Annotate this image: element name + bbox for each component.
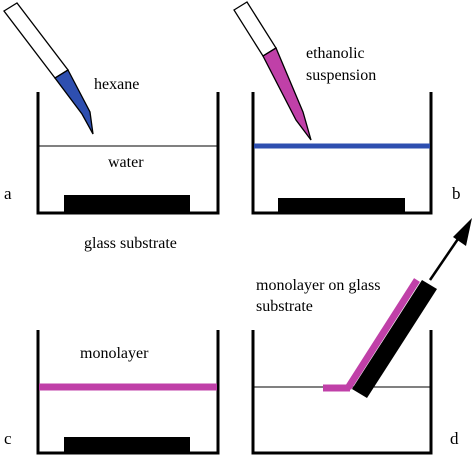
beaker-b (251, 92, 433, 215)
monolayer-on-glass-label-line2: substrate (256, 298, 313, 315)
hexane-label: hexane (94, 76, 139, 93)
pipette-hexane (3, 2, 94, 135)
ethanolic-label-line1: ethanolic (306, 45, 365, 62)
pipette-hexane-fill-line (54, 69, 69, 79)
withdrawal-arrow-shaft (428, 235, 462, 281)
beaker-d (251, 330, 433, 455)
pipette-ethanolic-liquid (262, 47, 312, 141)
panel-c: monolayer c (4, 330, 220, 455)
pipette-ethanolic-fill-line (262, 47, 277, 57)
withdrawal-arrow-head (453, 218, 472, 246)
panel-letter-b: b (452, 184, 461, 203)
water-label: water (108, 154, 144, 171)
pipette-ethanolic (233, 1, 312, 141)
panel-letter-c: c (4, 429, 12, 448)
panel-d: monolayer on glass substrate d (251, 218, 472, 455)
glass-substrate-b (278, 198, 405, 213)
monolayer-label: monolayer (80, 345, 149, 362)
ethanolic-label-line2: suspension (306, 67, 376, 84)
panel-a: hexane water a (3, 2, 220, 215)
panel-letter-d: d (450, 429, 459, 448)
glass-substrate-c (64, 437, 190, 453)
glass-substrate-label: glass substrate (84, 235, 177, 252)
glass-substrate-a (64, 195, 190, 212)
pipette-hexane-barrel (3, 2, 69, 79)
pipette-hexane-liquid (54, 69, 94, 135)
monolayer-on-substrate (345, 278, 420, 390)
monolayer-on-glass-label-line1: monolayer on glass (256, 277, 380, 294)
glass-substrate-d (352, 280, 437, 398)
beaker-a (36, 92, 220, 215)
panel-b: ethanolic suspension b (233, 1, 461, 215)
pipette-ethanolic-barrel (233, 1, 277, 57)
panel-letter-a: a (4, 184, 12, 203)
